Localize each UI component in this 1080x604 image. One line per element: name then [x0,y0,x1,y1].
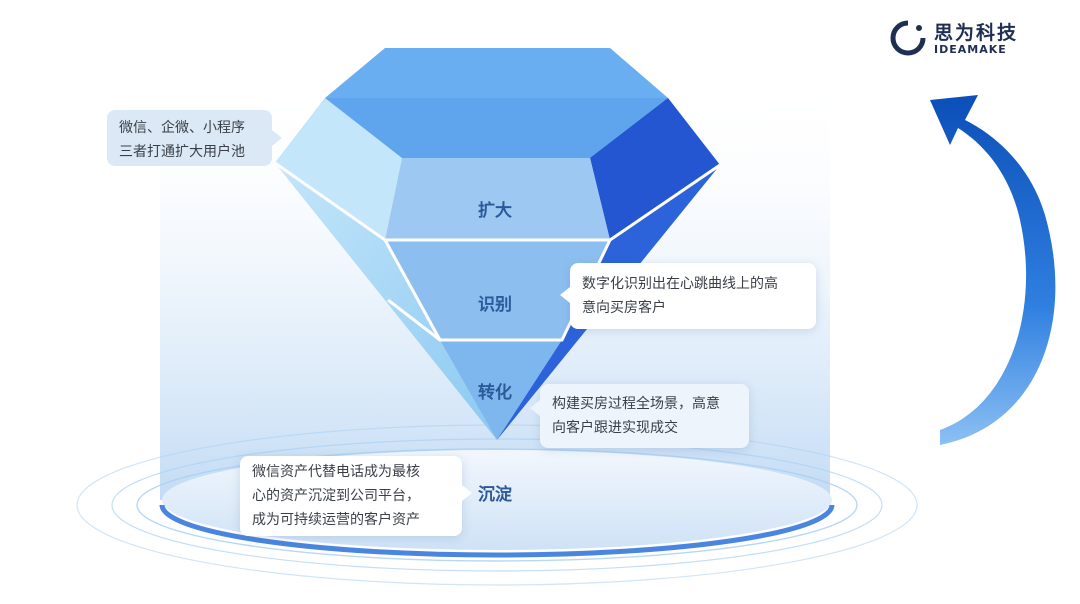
callout-retain-tail [462,485,472,501]
diamond [274,48,721,440]
brand-name-en: IDEAMAKE [934,43,1007,56]
callout-retain-line-1: 微信资产代替电话成为最核 [252,464,420,480]
brand-block: 思为科技 IDEAMAKE [888,18,1048,58]
callout-identify-tail [560,287,570,303]
callout-expand-tail [272,130,282,146]
ideamake-logo-icon [890,19,927,56]
callout-convert-tail [530,400,540,416]
diamond-band-convert [440,340,562,440]
diamond-band-expand [385,158,610,240]
callout-expand-line-1: 微信、企微、小程序 [119,120,245,136]
callout-convert-line-1: 构建买房过程全场景，高意 [552,396,720,412]
stage-label-convert: 转化 [478,383,512,403]
stage-label-identify: 识别 [478,295,512,315]
callout-identify-line-1: 数字化识别出在心跳曲线上的高 [582,276,778,292]
stage-label-expand: 扩大 [478,201,512,221]
callout-expand-line-2: 三者打通扩大用户池 [119,144,245,160]
callout-identify: 数字化识别出在心跳曲线上的高 意向买房客户 [570,263,816,329]
callout-expand: 微信、企微、小程序 三者打通扩大用户池 [107,110,272,166]
brand-name-cn: 思为科技 [934,22,1019,44]
stage-label-retain: 沉淀 [478,485,512,505]
callout-retain-line-2: 心的资产沉淀到公司平台， [252,488,420,504]
callout-convert-line-2: 向客户跟进实现成交 [552,420,678,436]
callout-convert: 构建买房过程全场景，高意 向客户跟进实现成交 [540,384,749,448]
callout-retain: 微信资产代替电话成为最核 心的资产沉淀到公司平台， 成为可持续运营的客户资产 [240,456,462,536]
diamond-top-inner [325,98,668,158]
diamond-band-identify [385,240,610,340]
diamond-left-lower-facet [275,163,497,440]
curved-up-arrow-icon [930,95,1056,445]
diamond-right-facet [590,98,720,240]
callout-identify-line-2: 意向买房客户 [582,300,666,316]
callout-retain-line-3: 成为可持续运营的客户资产 [252,512,420,528]
diamond-left-facet [275,98,402,240]
